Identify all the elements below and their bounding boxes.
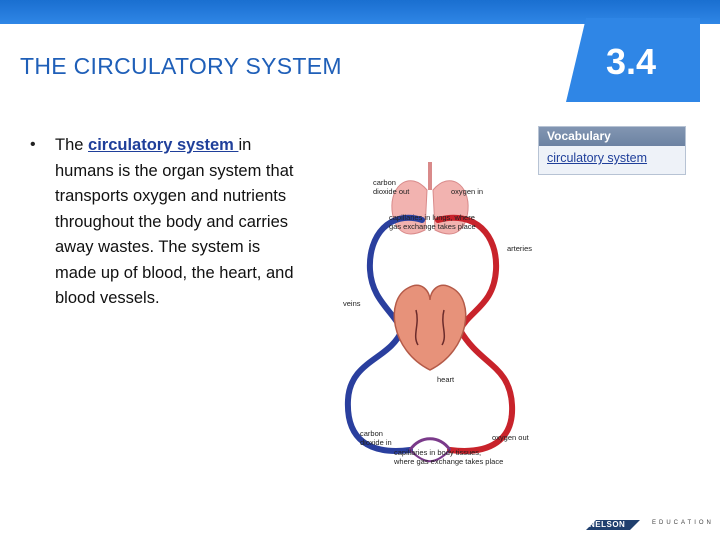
logo-sub-text: EDUCATION [652, 520, 714, 526]
vocabulary-box: Vocabulary circulatory system [538, 126, 686, 175]
circulatory-system-link[interactable]: circulatory system [88, 136, 239, 154]
label-arteries: arteries [507, 244, 533, 253]
bullet-marker: • [30, 136, 36, 153]
label-tissue-capillaries: capillaries in body tissues, where gas e… [394, 448, 504, 466]
vocabulary-term-link[interactable]: circulatory system [547, 151, 648, 165]
label-oxygen-out: oxygen out [492, 433, 529, 442]
heart-illustration [393, 284, 467, 371]
veins-path [344, 214, 425, 454]
label-lung-capillaries: capillaries in lungs, where gas exchange… [389, 213, 476, 231]
body-suffix: in humans is the organ system that trans… [55, 136, 294, 307]
tissue-capillaries [408, 437, 452, 463]
vocabulary-header: Vocabulary [539, 127, 685, 146]
label-carbon-dioxide-out: carbon dioxide out [373, 178, 410, 196]
label-veins: veins [343, 299, 361, 308]
section-badge: 3.4 [566, 18, 700, 102]
label-heart: heart [437, 375, 455, 384]
section-number: 3.4 [606, 41, 656, 82]
section-badge-shape [566, 18, 700, 102]
arteries-path [435, 214, 516, 454]
nelson-logo-icon [586, 520, 640, 530]
logo-main-text: NELSON [589, 520, 626, 529]
circulatory-diagram [344, 162, 516, 463]
body-paragraph: The circulatory system in humans is the … [55, 133, 305, 312]
label-carbon-dioxide-in: carbon dioxide in [360, 429, 392, 447]
label-oxygen-in: oxygen in [451, 187, 484, 196]
page-title: THE CIRCULATORY SYSTEM [20, 53, 342, 79]
body-prefix: The [55, 136, 89, 154]
